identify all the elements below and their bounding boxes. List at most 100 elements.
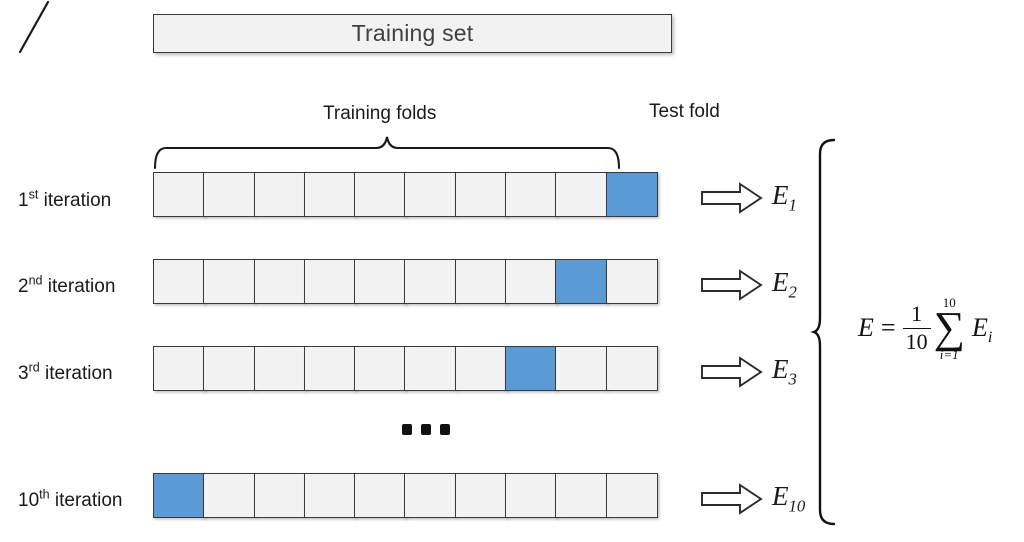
error-subscript: 1 [788, 195, 797, 215]
error-base: E [772, 180, 789, 210]
error-subscript: 10 [788, 496, 806, 516]
formula-summation: 10 ∑ i=1 [934, 296, 965, 361]
training-fold-cell [153, 346, 205, 391]
training-set-label: Training set [351, 20, 474, 46]
test-fold-cell [153, 473, 205, 518]
summation-lower-limit: i=1 [939, 346, 959, 362]
training-fold-cell [203, 172, 256, 217]
formula-equals: = [880, 313, 896, 343]
error-subscript: 2 [788, 282, 797, 302]
sigma-icon: ∑ [933, 303, 965, 352]
mean-error-formula: E = 1 10 10 ∑ i=1 Ei [858, 296, 992, 361]
training-fold-cell [555, 473, 608, 518]
training-folds-brace [153, 136, 621, 170]
ellipsis-dot [440, 424, 450, 435]
error-label-1: E1 [772, 180, 797, 215]
fold-row [153, 259, 658, 304]
training-fold-cell [505, 259, 557, 304]
training-fold-cell [454, 473, 507, 518]
formula-term-subscript: i [987, 329, 993, 347]
fold-row [153, 346, 658, 391]
error-base: E [772, 481, 789, 511]
training-folds-label: Training folds [323, 103, 437, 124]
training-fold-cell [303, 172, 356, 217]
iteration-number: 1 [18, 190, 29, 211]
iteration-label-3: 3rd iteration [18, 360, 146, 385]
training-fold-cell [303, 473, 356, 518]
iteration-word: iteration [42, 276, 116, 297]
training-set-box: Training set [153, 14, 672, 53]
arrow-icon-1 [700, 181, 764, 215]
training-fold-cell [555, 172, 608, 217]
formula-term: Ei [971, 313, 992, 346]
training-fold-cell [354, 259, 407, 304]
training-fold-cell [454, 172, 507, 217]
training-fold-cell [303, 259, 356, 304]
aggregation-brace [810, 138, 836, 526]
training-fold-cell [404, 346, 457, 391]
training-fold-cell [404, 259, 457, 304]
iteration-number: 2 [18, 276, 29, 297]
iteration-word: iteration [38, 190, 112, 211]
training-fold-cell [203, 259, 256, 304]
arrow-icon-3 [700, 355, 764, 389]
arrow-icon-2 [700, 268, 764, 302]
error-base: E [772, 354, 789, 384]
training-fold-cell [153, 259, 205, 304]
fraction-bar [902, 327, 931, 330]
training-fold-cell [505, 172, 557, 217]
iteration-label-10: 10th iteration [18, 487, 146, 512]
iteration-label-1: 1st iteration [18, 187, 146, 212]
formula-fraction: 1 10 [902, 301, 931, 354]
error-base: E [772, 267, 789, 297]
iteration-ordinal: th [39, 487, 50, 502]
ellipsis-dot [402, 424, 412, 435]
formula-numerator: 1 [911, 301, 923, 327]
training-fold-cell [404, 473, 457, 518]
training-fold-cell [555, 346, 608, 391]
formula-lhs: E [858, 313, 874, 343]
training-fold-cell [605, 473, 658, 518]
training-fold-cell [354, 473, 407, 518]
training-fold-cell [354, 346, 407, 391]
iteration-word: iteration [49, 490, 123, 511]
error-label-2: E2 [772, 267, 797, 302]
test-fold-label: Test fold [649, 101, 720, 122]
iteration-ordinal: rd [28, 360, 40, 375]
iteration-word: iteration [39, 363, 113, 384]
formula-term-base: E [971, 313, 988, 343]
test-fold-cell [505, 346, 557, 391]
test-fold-cell [555, 259, 608, 304]
training-fold-cell [203, 473, 256, 518]
ellipsis-dot [421, 424, 431, 435]
error-label-3: E3 [772, 354, 797, 389]
training-fold-cell [153, 172, 205, 217]
training-fold-cell [253, 172, 306, 217]
training-fold-cell [253, 473, 306, 518]
ellipsis-indicator [402, 424, 450, 435]
training-fold-cell [605, 259, 658, 304]
arrow-icon-10 [700, 482, 764, 516]
formula-denominator: 10 [905, 328, 928, 354]
training-fold-cell [354, 172, 407, 217]
training-fold-cell [454, 346, 507, 391]
error-subscript: 3 [788, 369, 797, 389]
fold-row [153, 473, 658, 518]
training-fold-cell [505, 473, 557, 518]
iteration-number: 3 [18, 363, 29, 384]
summation-upper-limit: 10 [942, 295, 956, 310]
fold-row [153, 172, 658, 217]
iteration-label-2: 2nd iteration [18, 274, 146, 298]
error-label-10: E10 [772, 481, 806, 516]
training-fold-cell [203, 346, 256, 391]
training-fold-cell [404, 172, 457, 217]
iteration-number: 10 [18, 490, 40, 511]
iteration-ordinal: st [28, 187, 39, 202]
training-fold-cell [303, 346, 356, 391]
training-fold-cell [454, 259, 507, 304]
test-fold-cell [605, 172, 658, 217]
test-fold-leader-line [18, 0, 50, 54]
training-fold-cell [605, 346, 658, 391]
training-fold-cell [253, 346, 306, 391]
